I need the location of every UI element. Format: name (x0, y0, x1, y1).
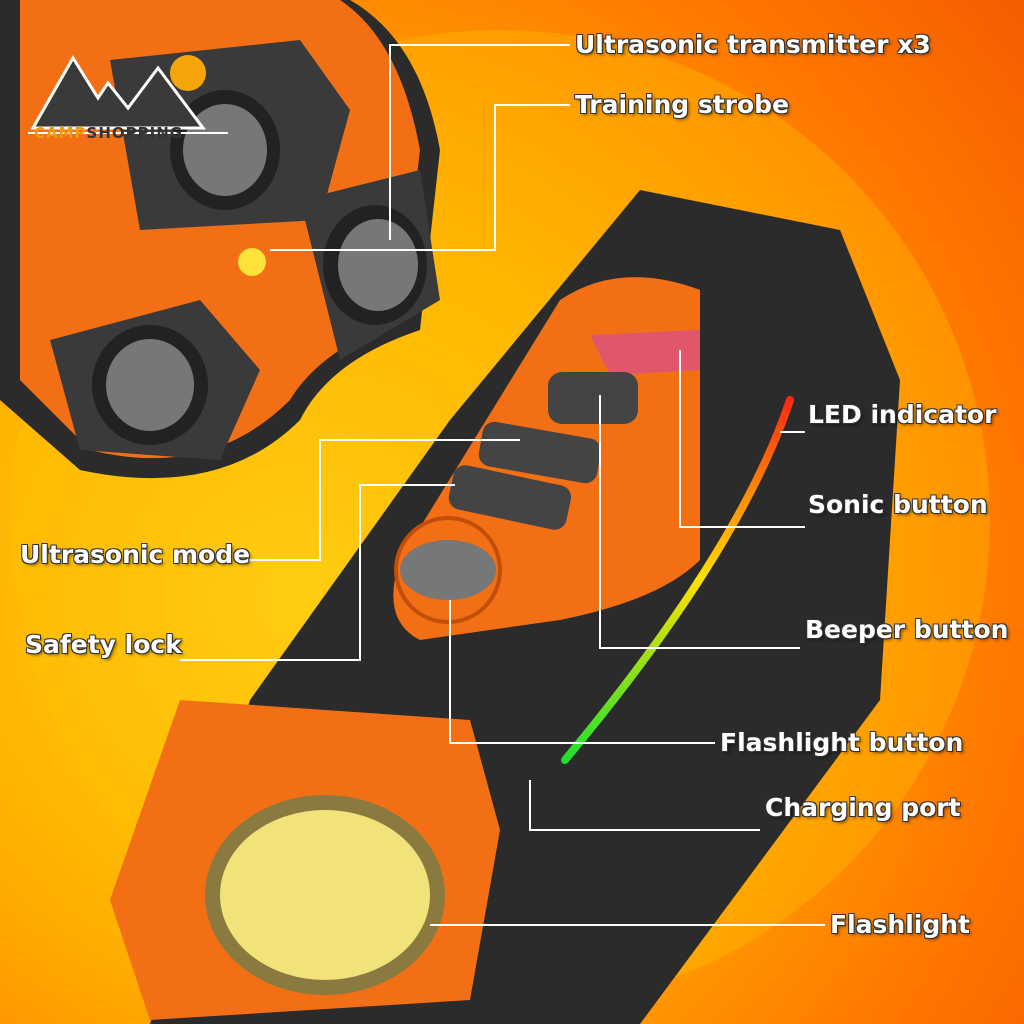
label-safety-lock: Safety lock (25, 630, 182, 659)
label-charging-port: Charging port (765, 793, 961, 822)
label-sonic-button: Sonic button (808, 490, 988, 519)
logo-text-shopping: SHOPPING (86, 124, 184, 142)
label-ultrasonic-mode: Ultrasonic mode (20, 540, 251, 569)
leader-lines (180, 44, 825, 926)
label-led-indicator: LED indicator (808, 400, 997, 429)
label-beeper-button: Beeper button (805, 615, 1009, 644)
label-flashlight-button: Flashlight button (720, 728, 964, 757)
sonic-button-shape (590, 330, 700, 375)
label-ultrasonic-transmitter: Ultrasonic transmitter x3 (575, 30, 931, 59)
label-flashlight: Flashlight (830, 910, 970, 939)
logo-text-camp: CAMP (34, 124, 87, 142)
strobe-light (238, 248, 266, 276)
flashlight-lens (220, 810, 430, 980)
logo-text: CAMPSHOPPING (34, 124, 183, 142)
label-training-strobe: Training strobe (575, 90, 790, 119)
beeper-button-shape (548, 372, 638, 424)
device-body (110, 190, 900, 1024)
campshopping-logo (28, 55, 228, 134)
